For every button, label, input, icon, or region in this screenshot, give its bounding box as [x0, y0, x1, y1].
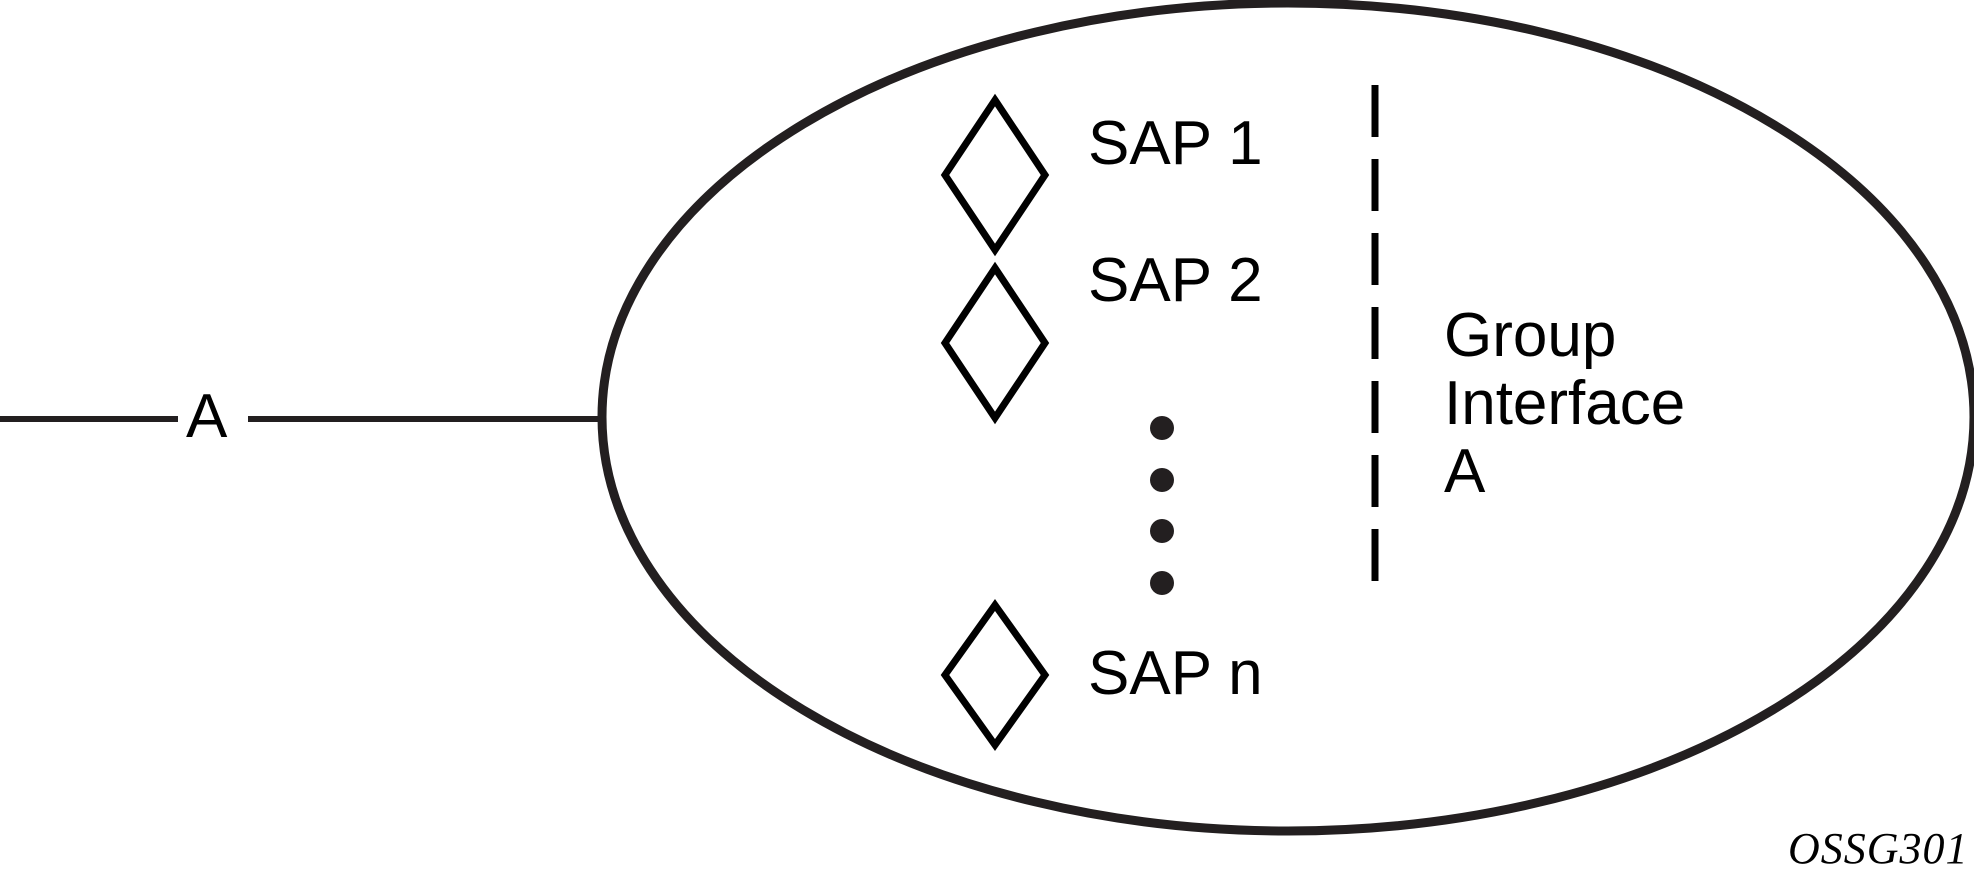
group-oval-boundary — [597, 0, 1974, 836]
sap-diamond-1-icon — [940, 93, 1050, 257]
sap-label-2: SAP 2 — [1088, 246, 1263, 315]
sap-diamond-n-icon — [940, 598, 1050, 752]
sap-label-n: SAP n — [1088, 639, 1263, 708]
sap-label-1: SAP 1 — [1088, 109, 1263, 178]
link-label-a: A — [186, 382, 228, 451]
sap-diamond-2-icon — [940, 261, 1050, 425]
vertical-ellipsis-dots-icon — [1150, 416, 1174, 595]
figure-id-label: OSSG301 — [1788, 824, 1969, 873]
group-interface-label: Group Interface A — [1444, 301, 1686, 506]
